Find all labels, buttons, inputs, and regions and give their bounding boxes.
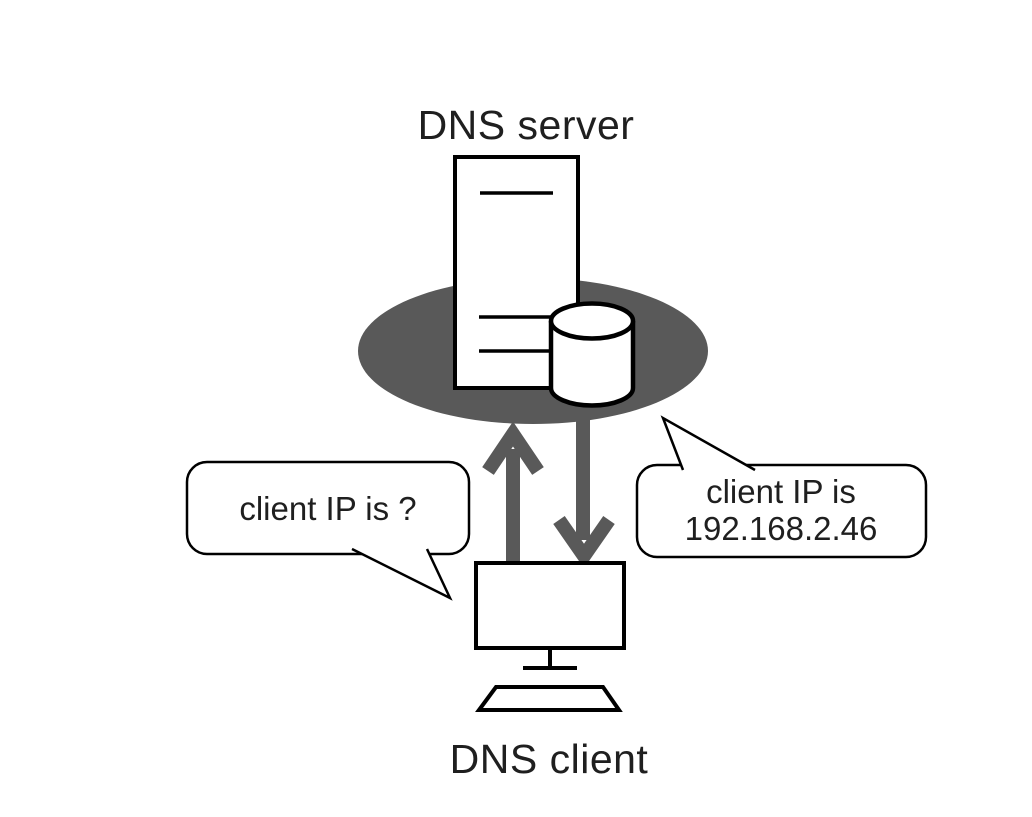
desktop-monitor-icon	[474, 561, 626, 712]
arrow-up-icon	[482, 421, 544, 565]
monitor-screen	[474, 561, 626, 650]
database-cylinder-top	[548, 301, 636, 341]
query-bubble: client IP is ?	[185, 460, 471, 601]
query-bubble-body	[185, 460, 471, 556]
database-cylinder-icon	[548, 301, 636, 408]
database-cylinder-body	[548, 321, 636, 408]
response-bubble-tail	[660, 415, 756, 472]
dns-client-label: DNS client	[450, 736, 649, 782]
response-bubble-text-line1: client IP is	[706, 473, 856, 510]
arrow-down-icon	[553, 419, 615, 569]
query-bubble-tail	[351, 547, 453, 601]
response-bubble-body	[635, 463, 928, 559]
query-bubble-text: client IP is ?	[239, 490, 416, 527]
keyboard-icon	[475, 685, 623, 712]
response-bubble: client IP is 192.168.2.46	[635, 415, 928, 559]
dns-server-label: DNS server	[418, 102, 635, 148]
response-bubble-text-line2: 192.168.2.46	[685, 510, 878, 547]
